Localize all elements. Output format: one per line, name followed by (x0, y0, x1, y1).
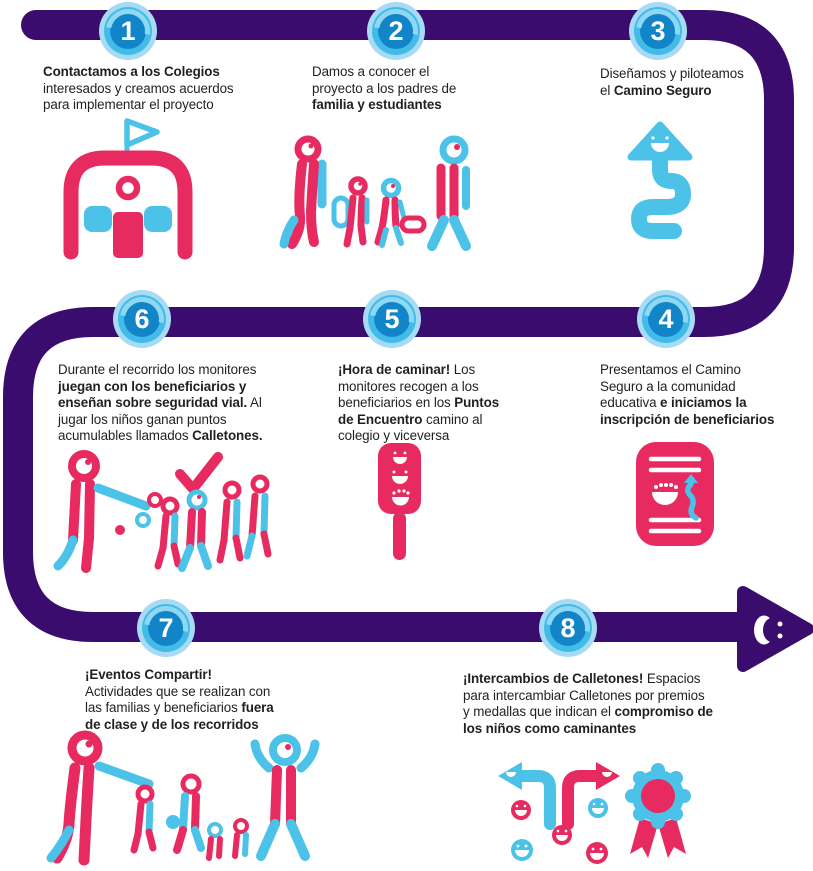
step-4-badge: 4 (635, 288, 697, 350)
step-1-text: Contactamos a los Colegios interesados y… (43, 64, 234, 113)
step-1-number: 1 (120, 15, 136, 46)
step-5-text: ¡Hora de caminar! Los monitores recogen … (338, 362, 500, 444)
door (113, 212, 143, 258)
step-6-badge: 6 (111, 288, 173, 350)
smiley-face-icon (651, 136, 669, 152)
step-4-number: 4 (658, 303, 674, 334)
mini-route-icon (684, 474, 699, 521)
step-7-text: ¡Eventos Compartir! Actividades que se r… (85, 667, 274, 732)
monitor-figure (53, 450, 151, 573)
step-7-number: 7 (158, 612, 174, 643)
step-1-badge: 1 (97, 0, 159, 62)
smiley-faces (392, 451, 410, 506)
crossing-paddle-icon (378, 443, 421, 560)
winding-path (630, 152, 692, 239)
step-6-number: 6 (134, 303, 150, 334)
step-3-text: Diseñamos y piloteamos el Camino Seguro (600, 66, 744, 98)
step-3-badge: 3 (627, 0, 689, 62)
badge-core (378, 13, 414, 49)
calletones-exchange-medal-icon (498, 762, 691, 864)
step-8-text: ¡Intercambios de Calletones! Espacios pa… (463, 671, 713, 736)
badge-core (110, 13, 146, 49)
checkmark-icon (175, 452, 223, 494)
badge-core (124, 301, 160, 337)
step-8-number: 8 (560, 612, 576, 643)
badge-core (648, 301, 684, 337)
badge-core (148, 610, 184, 646)
badge-core (640, 13, 676, 49)
badge-core (374, 301, 410, 337)
child-figures (154, 474, 272, 572)
arrow-smiley-face-icon (754, 615, 783, 645)
step-2-number: 2 (388, 15, 404, 46)
step-3-number: 3 (650, 15, 666, 46)
step-7-badge: 7 (135, 597, 197, 659)
student-lunchbox-figure (374, 177, 427, 248)
badge-core (550, 610, 586, 646)
left-arrow-icon (498, 762, 556, 830)
paddle-handle (393, 512, 406, 560)
smiley-face-icon (652, 483, 678, 505)
right-arrow-icon (562, 762, 620, 830)
ball (166, 815, 180, 829)
winding-route-arrow-icon (627, 121, 693, 239)
building-outline (63, 150, 193, 260)
families-event-icon (46, 730, 320, 866)
step-4-text: Presentamos el Camino Seguro a la comuni… (600, 362, 775, 427)
parent-figure (279, 135, 327, 249)
step-5-number: 5 (384, 303, 400, 334)
monitor-playing-with-children-icon (53, 450, 272, 573)
school-flag-icon (63, 118, 193, 260)
document-lines (648, 456, 702, 534)
step-2-badge: 2 (365, 0, 427, 62)
parent-figure-2 (427, 135, 471, 251)
family-parents-students-icon (279, 135, 471, 251)
calletones-dots (115, 492, 163, 535)
student-backpack-figure (331, 176, 370, 248)
adult-figure (46, 730, 154, 866)
child-figures (130, 773, 249, 861)
enrollment-document-icon (636, 442, 714, 546)
step-8-badge: 8 (537, 597, 599, 659)
step-6-text: Durante el recorrido los monitores juega… (58, 362, 263, 444)
medal-icon (625, 763, 691, 858)
step-5-badge: 5 (361, 288, 423, 350)
window-right (144, 206, 172, 232)
cheering-figure (250, 734, 320, 861)
round-window (115, 175, 141, 201)
window-left (84, 206, 112, 232)
calleton-coins (511, 798, 608, 864)
step-2-text: Damos a conocer el proyecto a los padres… (312, 64, 457, 113)
